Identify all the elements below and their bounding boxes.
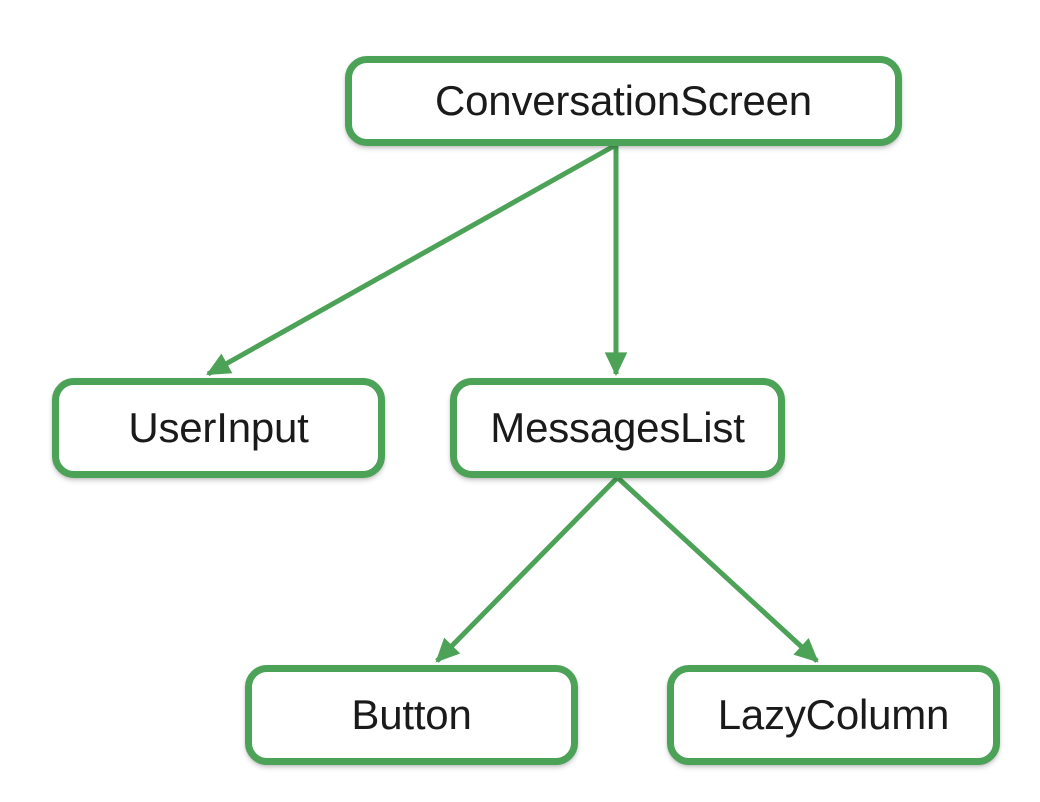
node-label: MessagesList [490, 404, 745, 451]
edge-conversationscreen-to-userinput [206, 143, 616, 377]
node-userinput[interactable]: UserInput [52, 378, 385, 478]
node-label: LazyColumn [717, 691, 950, 738]
node-label: Button [351, 691, 472, 738]
node-label: ConversationScreen [435, 77, 812, 124]
node-label: UserInput [128, 404, 309, 451]
edge-messageslist-to-lazycolumn [616, 476, 819, 663]
node-lazycolumn[interactable]: LazyColumn [667, 665, 1000, 765]
node-button[interactable]: Button [245, 665, 578, 765]
node-conversationscreen[interactable]: ConversationScreen [345, 56, 902, 146]
edge-messageslist-to-button [435, 476, 619, 663]
node-messageslist[interactable]: MessagesList [450, 378, 785, 478]
